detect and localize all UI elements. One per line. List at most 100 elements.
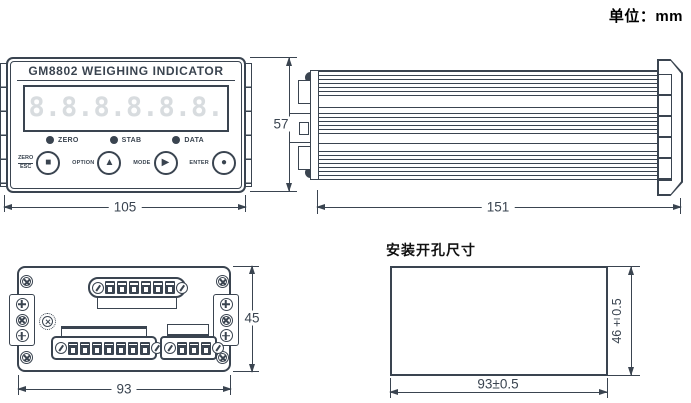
terminal-screw-icon bbox=[55, 342, 67, 354]
screw-icon bbox=[20, 351, 33, 364]
option-label: OPTION bbox=[72, 160, 95, 166]
terminal-screw-icon bbox=[176, 281, 188, 294]
terminal bbox=[128, 341, 138, 355]
arrow-down-icon bbox=[286, 183, 293, 192]
terminal bbox=[165, 281, 175, 294]
led-data-label: DATA bbox=[184, 136, 204, 144]
front-width-ext-left bbox=[4, 195, 5, 212]
terminal bbox=[116, 341, 126, 355]
arrow-up-icon bbox=[249, 265, 256, 274]
side-rib-band-top bbox=[319, 71, 657, 99]
screw-icon bbox=[216, 275, 229, 288]
square-icon: ■ bbox=[36, 151, 61, 175]
phillips-screw-icon bbox=[219, 297, 233, 311]
cutout-width-ext-left bbox=[390, 378, 391, 398]
side-bezel-ladder bbox=[658, 74, 672, 181]
side-rear-panel-edge bbox=[310, 70, 319, 180]
front-width-ext-right bbox=[245, 195, 246, 212]
unit-label: 单位：mm bbox=[608, 8, 683, 25]
terminal-screw-icon bbox=[212, 342, 224, 354]
mounting-bracket-right bbox=[213, 294, 239, 346]
cutout-width-dim-line bbox=[389, 389, 608, 396]
terminal-block-top bbox=[88, 277, 188, 298]
phillips-screw-icon bbox=[15, 329, 29, 343]
mounting-cutout-rect bbox=[390, 266, 608, 376]
zero-esc-label: ZERO ESC bbox=[18, 155, 34, 170]
side-groove-line bbox=[319, 107, 657, 108]
arrow-down-icon bbox=[249, 364, 256, 373]
terminal-block-bottom-left bbox=[51, 336, 163, 360]
terminal-positions bbox=[105, 281, 175, 294]
front-height-ext-bottom bbox=[250, 191, 297, 192]
arrow-left-icon bbox=[17, 386, 26, 393]
front-panel-frame bbox=[10, 61, 242, 189]
side-rib-band-middle bbox=[319, 113, 657, 137]
led-zero: ZERO bbox=[46, 136, 79, 144]
display-digits: 8.8.8.8.8.8. bbox=[28, 92, 224, 123]
phillips-screw-icon bbox=[219, 329, 233, 343]
arrow-up-icon bbox=[286, 57, 293, 66]
side-rib-band-bottom bbox=[319, 151, 657, 178]
arrow-down-icon bbox=[628, 367, 635, 376]
terminal bbox=[92, 341, 102, 355]
arrow-left-icon bbox=[316, 204, 325, 211]
arrow-left-icon bbox=[389, 389, 398, 396]
terminal-screw-icon bbox=[164, 342, 176, 354]
terminal bbox=[141, 281, 151, 294]
triangle-up-icon: ▲ bbox=[97, 151, 122, 175]
back-width-ext-right bbox=[230, 375, 231, 395]
terminal bbox=[68, 341, 78, 355]
front-view: GM8802 WEIGHING INDICATOR 8.8.8.8.8.8. Z… bbox=[0, 57, 252, 193]
terminal-positions bbox=[68, 341, 150, 355]
led-data: DATA bbox=[172, 136, 204, 144]
terminal bbox=[104, 341, 114, 355]
mode-label: MODE bbox=[133, 160, 151, 166]
front-height-dim-label: 57 bbox=[268, 116, 294, 132]
arrow-left-icon bbox=[3, 204, 12, 211]
front-height-ext-top bbox=[250, 57, 297, 58]
terminal bbox=[201, 341, 211, 355]
phillips-screw-icon bbox=[15, 297, 29, 311]
dot-icon: ● bbox=[211, 151, 236, 175]
screw-icon bbox=[15, 313, 29, 327]
led-stab: STAB bbox=[109, 136, 142, 144]
round-connector bbox=[39, 313, 56, 330]
cutout-height-dim-label: 46±0.5 bbox=[610, 293, 624, 349]
led-dot-icon bbox=[46, 136, 54, 144]
option-button[interactable]: OPTION ▲ bbox=[72, 151, 122, 175]
side-length-ext-left bbox=[317, 190, 318, 214]
terminal bbox=[153, 281, 163, 294]
cutout-height-dim-line bbox=[628, 266, 635, 376]
seven-segment-display: 8.8.8.8.8.8. bbox=[23, 85, 229, 132]
mounting-bracket-left bbox=[9, 294, 35, 346]
mode-button[interactable]: MODE ▶ bbox=[133, 151, 178, 175]
led-zero-label: ZERO bbox=[58, 136, 79, 144]
cutout-height-ext-bottom bbox=[608, 375, 640, 376]
terminal bbox=[177, 341, 187, 355]
arrow-right-icon bbox=[599, 389, 608, 396]
arrow-right-icon bbox=[238, 204, 247, 211]
terminal bbox=[189, 341, 199, 355]
led-dot-icon bbox=[172, 136, 181, 144]
enter-button[interactable]: ENTER ● bbox=[189, 151, 236, 175]
mounting-section-title: 安装开孔尺寸 bbox=[386, 242, 476, 258]
arrow-up-icon bbox=[628, 266, 635, 275]
terminal bbox=[129, 281, 139, 294]
side-housing-body bbox=[318, 70, 658, 180]
title-underline bbox=[17, 80, 235, 81]
terminal-block-bottom-right bbox=[160, 336, 224, 360]
front-width-dim-label: 105 bbox=[108, 199, 142, 215]
zero-esc-button[interactable]: ZERO ESC ■ bbox=[18, 151, 61, 175]
cutout-width-ext-right bbox=[607, 378, 608, 398]
led-dot-icon bbox=[109, 136, 118, 144]
screw-icon bbox=[219, 313, 233, 327]
enter-label: ENTER bbox=[189, 160, 209, 166]
side-groove-line bbox=[319, 143, 657, 144]
side-length-dim-label: 151 bbox=[481, 199, 515, 215]
terminal-plate bbox=[167, 324, 209, 337]
terminal-positions bbox=[177, 341, 211, 355]
terminal bbox=[117, 281, 127, 294]
screw-icon bbox=[20, 275, 33, 288]
terminal-screw-icon bbox=[92, 281, 104, 294]
